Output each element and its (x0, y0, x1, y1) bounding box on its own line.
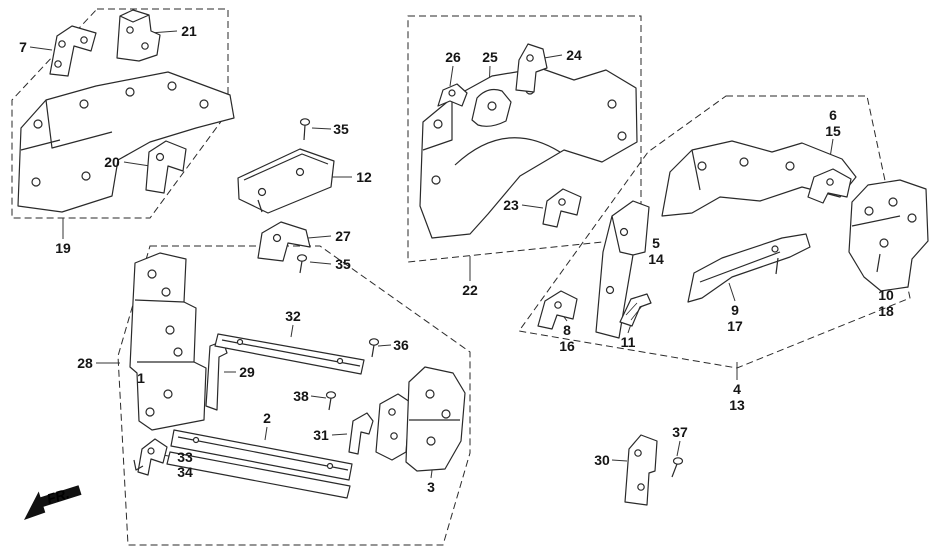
part-12-drawing (237, 148, 335, 214)
callout-15: 15 (825, 123, 841, 139)
callout-23: 23 (503, 197, 519, 213)
callout-11: 11 (620, 334, 636, 350)
boundary-top-left (11, 8, 229, 219)
callout-14: 14 (648, 251, 664, 267)
callout-22: 22 (462, 282, 478, 298)
callout-10: 10 (878, 287, 894, 303)
callout-17: 17 (727, 318, 743, 334)
callout-8: 8 (563, 322, 571, 338)
callout-35a: 35 (333, 121, 349, 137)
callout-36: 36 (393, 337, 409, 353)
bolt-35b-drawing (296, 254, 308, 274)
callout-31: 31 (313, 427, 329, 443)
part-29-drawing (205, 340, 228, 411)
callout-33: 33 (177, 449, 193, 465)
callout-2: 2 (263, 410, 271, 426)
part-31-drawing (348, 412, 374, 455)
callout-5: 5 (652, 235, 660, 251)
part-33-34-drawing (133, 438, 168, 476)
callout-18: 18 (878, 303, 894, 319)
callout-7: 7 (19, 39, 27, 55)
callout-34: 34 (177, 464, 193, 480)
callout-12: 12 (356, 169, 372, 185)
callout-35b: 35 (335, 256, 351, 272)
part-24-drawing (515, 43, 548, 93)
assembly-6-15-drawing (661, 140, 857, 217)
part-21-drawing (116, 9, 161, 62)
callout-28: 28 (77, 355, 93, 371)
callout-4: 4 (733, 381, 741, 397)
bolt-37-drawing (671, 457, 684, 478)
callout-13: 13 (729, 397, 745, 413)
assembly-19-drawing (17, 71, 235, 213)
callout-38: 38 (293, 388, 309, 404)
callout-3: 3 (427, 479, 435, 495)
callout-24: 24 (566, 47, 582, 63)
part-23-drawing (542, 188, 582, 228)
callout-1: 1 (137, 370, 145, 386)
part-10-18-drawing (848, 179, 929, 292)
part-26-drawing (437, 83, 468, 107)
callout-29: 29 (239, 364, 255, 380)
assembly-28-drawing (129, 252, 207, 431)
part-30-drawing (624, 434, 658, 506)
part-9-17-drawing (687, 233, 811, 303)
part-8-16-drawing (537, 290, 578, 330)
part-2-drawing (166, 429, 353, 499)
callout-32: 32 (285, 308, 301, 324)
callout-27: 27 (335, 228, 351, 244)
boundary-bottom (117, 245, 471, 546)
fr-arrow-icon (24, 485, 82, 520)
callout-26: 26 (445, 49, 461, 65)
part-32-drawing (214, 333, 365, 375)
part-27-drawing (257, 221, 311, 262)
part-3-drawing (405, 366, 466, 472)
callout-9: 9 (731, 302, 739, 318)
callout-20: 20 (104, 154, 120, 170)
callout-21: 21 (181, 23, 197, 39)
callout-37: 37 (672, 424, 688, 440)
part-7-drawing (49, 25, 97, 77)
callout-30: 30 (594, 452, 610, 468)
callout-25: 25 (482, 49, 498, 65)
part-20-drawing (145, 140, 187, 194)
part-11-drawing (619, 293, 652, 327)
callout-16: 16 (559, 338, 575, 354)
bolt-35a-drawing (299, 118, 311, 141)
bolt-36-drawing (368, 338, 380, 358)
callout-19: 19 (55, 240, 71, 256)
bracket-cluster-drawing (375, 393, 411, 461)
bolt-38-drawing (325, 391, 337, 411)
callout-6: 6 (829, 107, 837, 123)
part-25-drawing (471, 88, 512, 127)
